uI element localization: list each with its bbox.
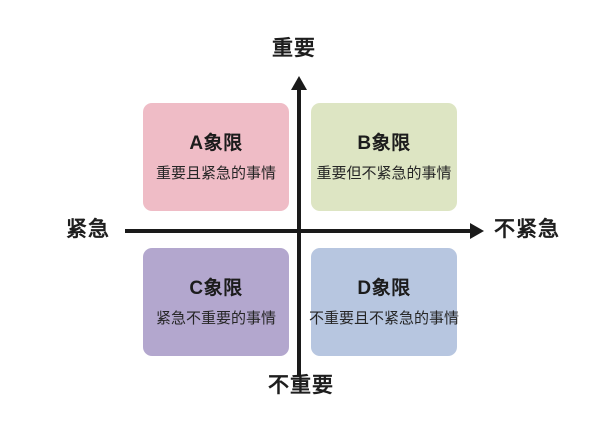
axis-label-important: 重要	[272, 37, 316, 60]
axis-label-not-urgent: 不紧急	[494, 218, 560, 241]
quadrant-d-title: D象限	[357, 277, 411, 299]
quadrant-b-description: 重要但不紧急的事情	[316, 164, 452, 182]
quadrant-a-description: 重要且紧急的事情	[155, 164, 276, 182]
quadrant-a-title: A象限	[189, 132, 243, 154]
arrow-up-icon	[291, 76, 307, 90]
quadrant-a: A象限 重要且紧急的事情	[143, 103, 289, 211]
quadrant-c-description: 紧急不重要的事情	[155, 309, 276, 327]
axis-label-not-important: 不重要	[268, 374, 334, 397]
quadrant-b-title: B象限	[357, 132, 411, 154]
quadrant-d-description: 不重要且不紧急的事情	[309, 309, 460, 327]
quadrant-d: D象限 不重要且不紧急的事情	[309, 248, 460, 356]
quadrant-b: B象限 重要但不紧急的事情	[311, 103, 457, 211]
horizontal-axis-line	[125, 229, 473, 233]
quadrant-c-title: C象限	[189, 277, 243, 299]
arrow-right-icon	[470, 223, 484, 239]
quadrant-c: C象限 紧急不重要的事情	[143, 248, 289, 356]
axis-label-urgent: 紧急	[66, 218, 110, 241]
